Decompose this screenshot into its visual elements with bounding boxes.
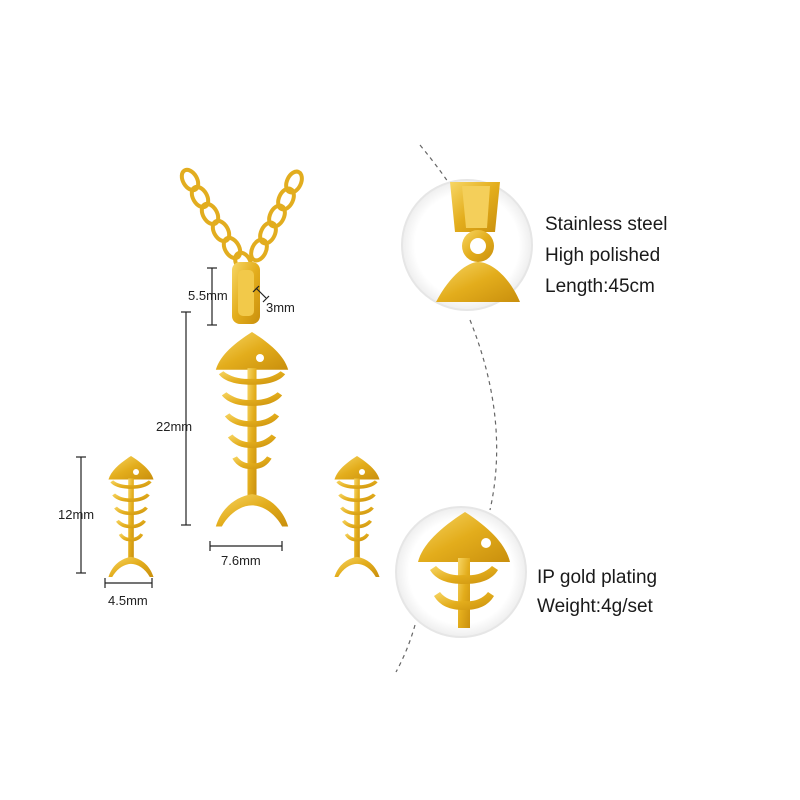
earring-width-label: 4.5mm [108,593,148,608]
spec-material: Stainless steel [545,214,668,235]
bail-height-label: 5.5mm [188,288,228,303]
spec-weight: Weight:4g/set [537,596,653,617]
earring-height-label: 12mm [58,507,95,522]
fishbone-earring-left [108,456,154,578]
zoom-circle-fishbone [395,506,527,638]
necklace-chain [179,167,304,274]
fishbone-earring-right [334,456,380,578]
pendant-bail [232,262,260,324]
spec-finish: High polished [545,245,661,266]
pendant-height-label: 22mm [156,419,193,434]
pendant-width-label: 7.6mm [221,553,261,568]
bail-width-label: 3mm [266,300,295,315]
dimension-lines [76,267,283,588]
fishbone-pendant [215,332,289,527]
spec-plating: IP gold plating [537,567,658,588]
spec-length: Length:45cm [545,276,655,297]
zoom-circle-bail [401,179,533,311]
